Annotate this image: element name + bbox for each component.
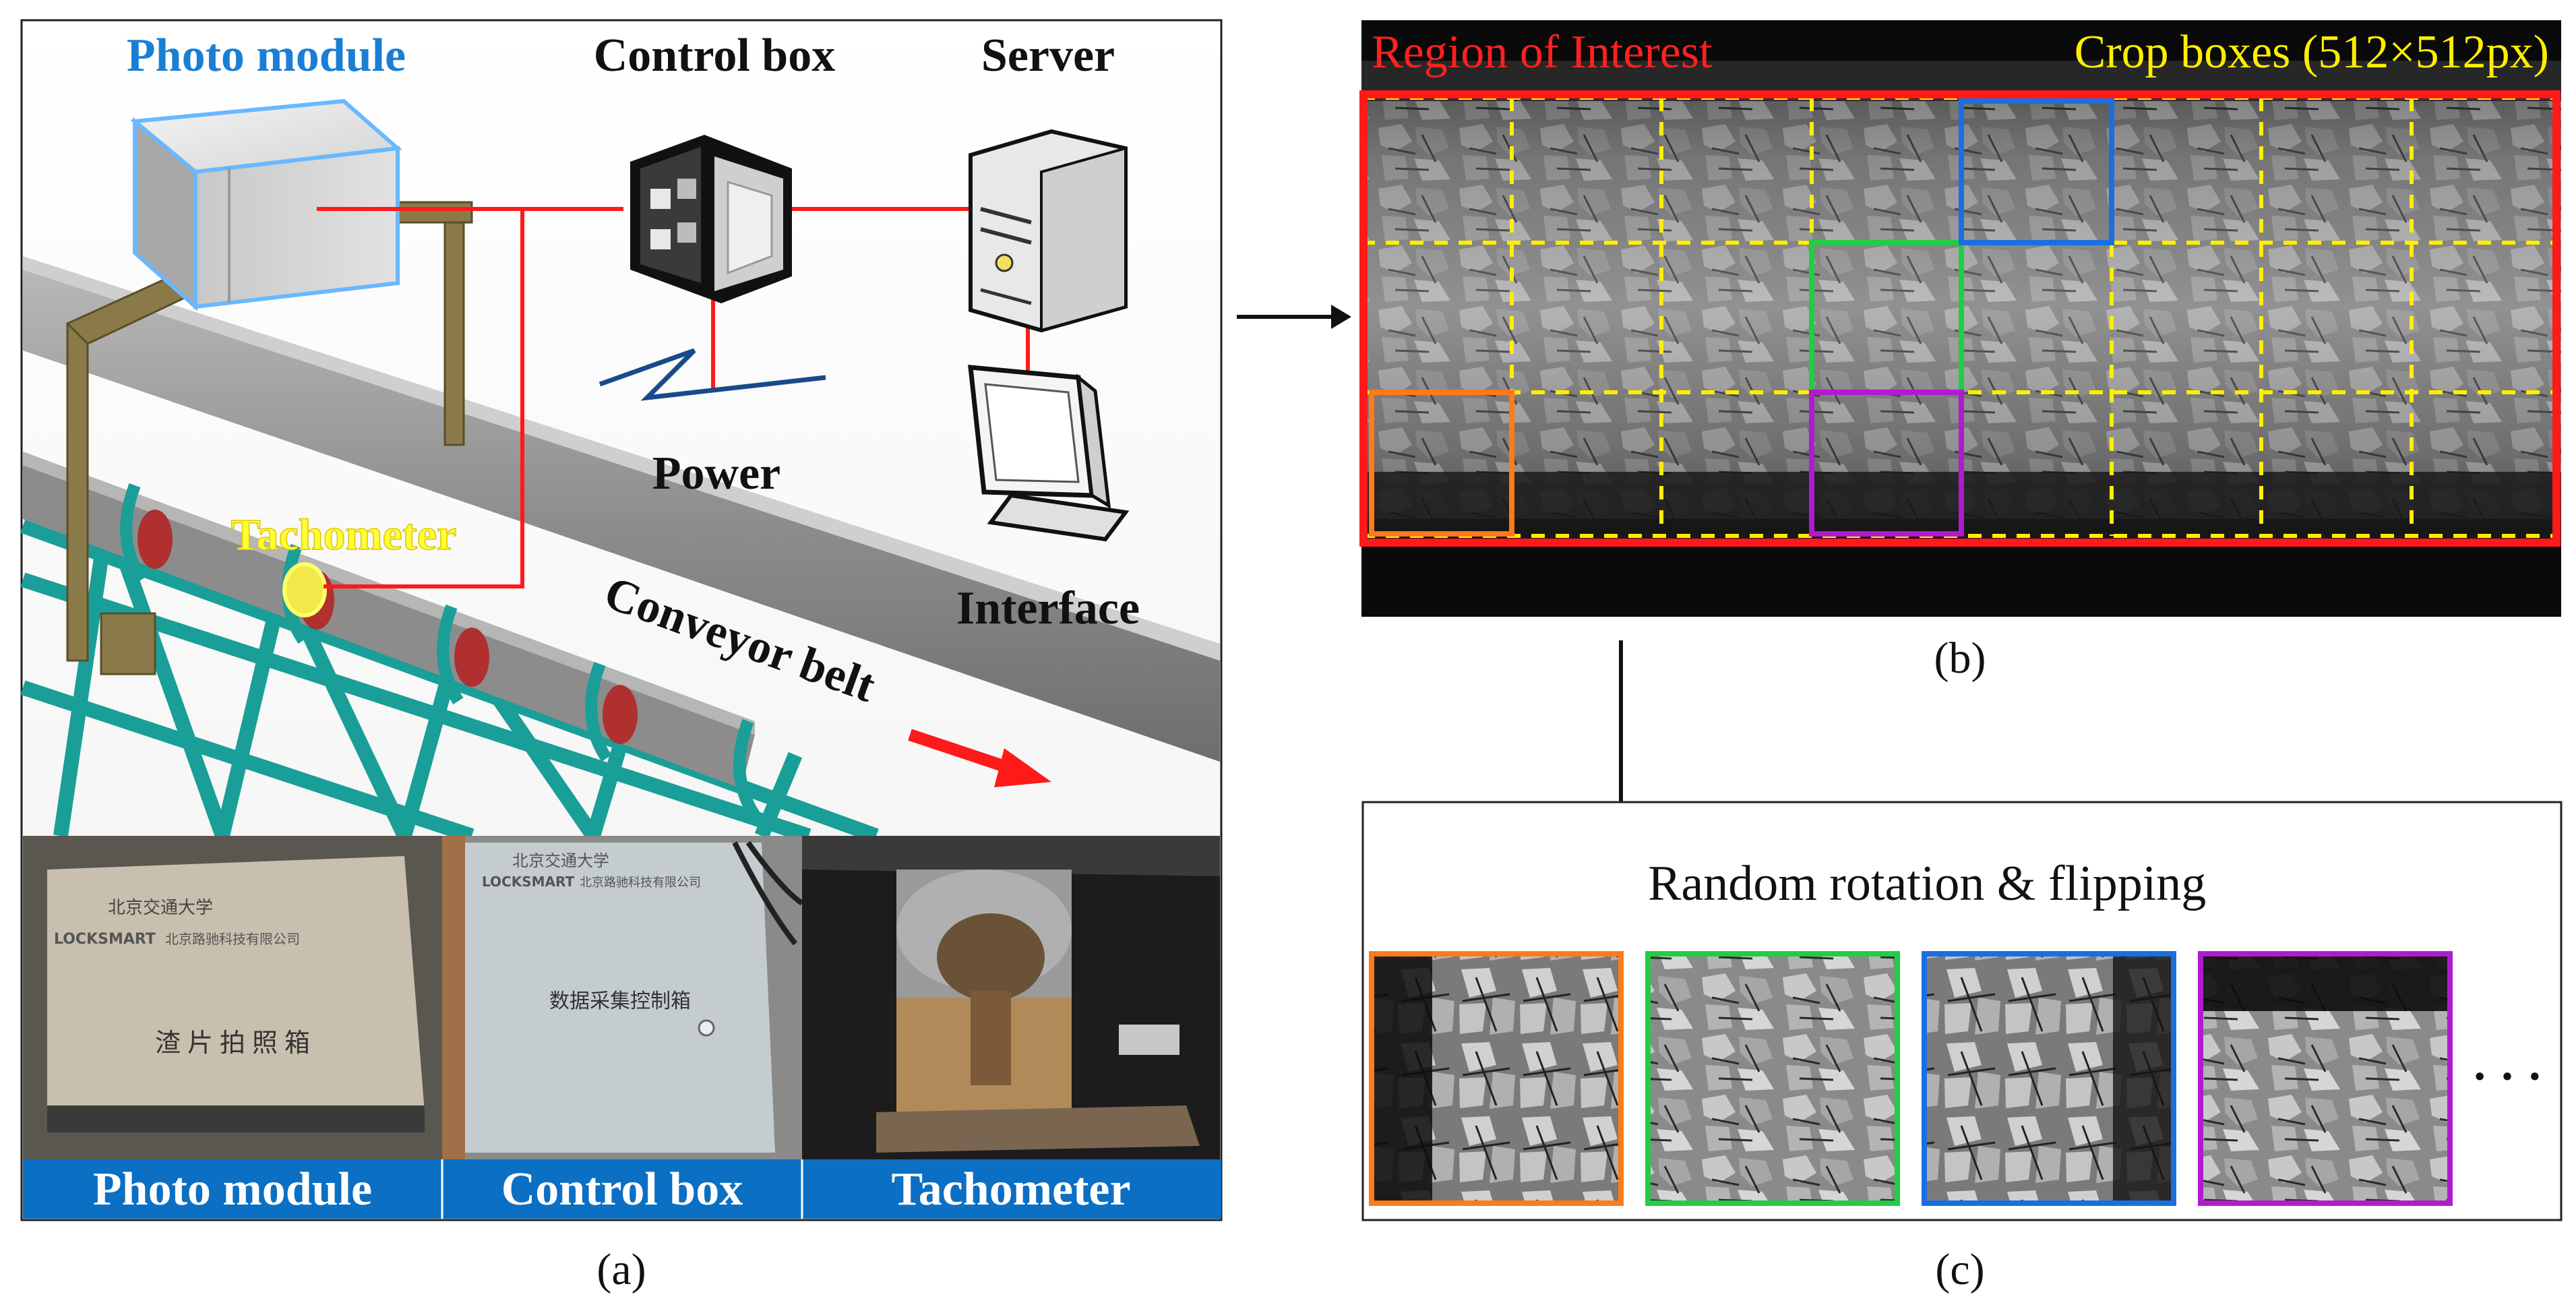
region-of-interest-box xyxy=(1359,90,2560,547)
augmented-crop-green xyxy=(1645,951,1900,1206)
more-crops-ellipsis: · · · xyxy=(2472,1051,2542,1103)
idler-roller xyxy=(23,452,760,819)
photo-module-header-text: 北京交通大学 xyxy=(108,898,213,918)
roi-label: Region of Interest xyxy=(1372,26,1713,78)
augmented-crop-blue xyxy=(1922,951,2176,1206)
interface-icon xyxy=(968,365,1130,542)
control-box-brand-text: LOCKSMART xyxy=(482,874,574,890)
photo-strip: 北京交通大学 LOCKSMART 北京路驰科技有限公司 渣片拍照箱 北京交通大学… xyxy=(23,836,1221,1219)
tachometer-label: Tachometer xyxy=(231,510,457,559)
photo-label-control-box: Control box xyxy=(501,1163,743,1215)
crop-purple xyxy=(1809,390,1964,537)
photo-module-company-text: 北京路驰科技有限公司 xyxy=(165,931,300,947)
panel-a-caption: (a) xyxy=(596,1245,646,1294)
panel-c-caption: (c) xyxy=(1935,1245,1984,1294)
control-box-header-text: 北京交通大学 xyxy=(512,851,609,870)
connection-lines xyxy=(317,207,1030,588)
power-label: Power xyxy=(652,448,780,499)
belt-direction-arrow xyxy=(908,729,1051,787)
control-box-company-text: 北京路驰科技有限公司 xyxy=(580,876,701,890)
conveyor-belt-shape xyxy=(23,256,1220,762)
tachometer-marker xyxy=(282,562,327,617)
augmented-crop-orange xyxy=(1369,951,1624,1206)
tachometer-photo xyxy=(802,836,1220,1159)
panel-b-caption: (b) xyxy=(1934,634,1986,683)
augmented-crop-purple xyxy=(2198,951,2453,1206)
crop-boxes-label: Crop boxes (512×512px) xyxy=(2075,26,2549,78)
control-box-photo: 北京交通大学 LOCKSMART 北京路驰科技有限公司 数据采集控制箱 xyxy=(442,836,804,1159)
photo-label-bar xyxy=(23,1159,1221,1219)
interface-label: Interface xyxy=(956,582,1140,634)
photo-label-tachometer: Tachometer xyxy=(891,1163,1130,1215)
control-box-icon xyxy=(630,135,792,303)
photo-module-photo: 北京交通大学 LOCKSMART 北京路驰科技有限公司 渣片拍照箱 xyxy=(23,836,442,1159)
control-box-label: Control box xyxy=(594,30,835,82)
photo-module-box xyxy=(129,98,403,311)
server-label: Server xyxy=(981,30,1115,82)
crop-orange xyxy=(1369,390,1514,537)
panel-c-title: Random rotation & flipping xyxy=(1648,856,2206,911)
power-icon xyxy=(599,348,826,401)
photo-module-name-text: 渣片拍照箱 xyxy=(155,1028,317,1058)
panel-a: Photo module Control box Server Power In… xyxy=(20,19,1223,1294)
photo-label-photo-module: Photo module xyxy=(93,1163,372,1215)
photo-module-label: Photo module xyxy=(127,30,406,82)
server-icon xyxy=(969,129,1128,333)
panel-c: Random rotation & flipping · · · (c) xyxy=(1361,801,2563,1294)
photo-module-brand-text: LOCKSMART xyxy=(54,931,156,948)
control-box-name-text: 数据采集控制箱 xyxy=(549,990,691,1013)
crop-blue xyxy=(1959,98,2114,245)
panel-b: Region of Interest Crop boxes (512×512px… xyxy=(1359,20,2561,683)
